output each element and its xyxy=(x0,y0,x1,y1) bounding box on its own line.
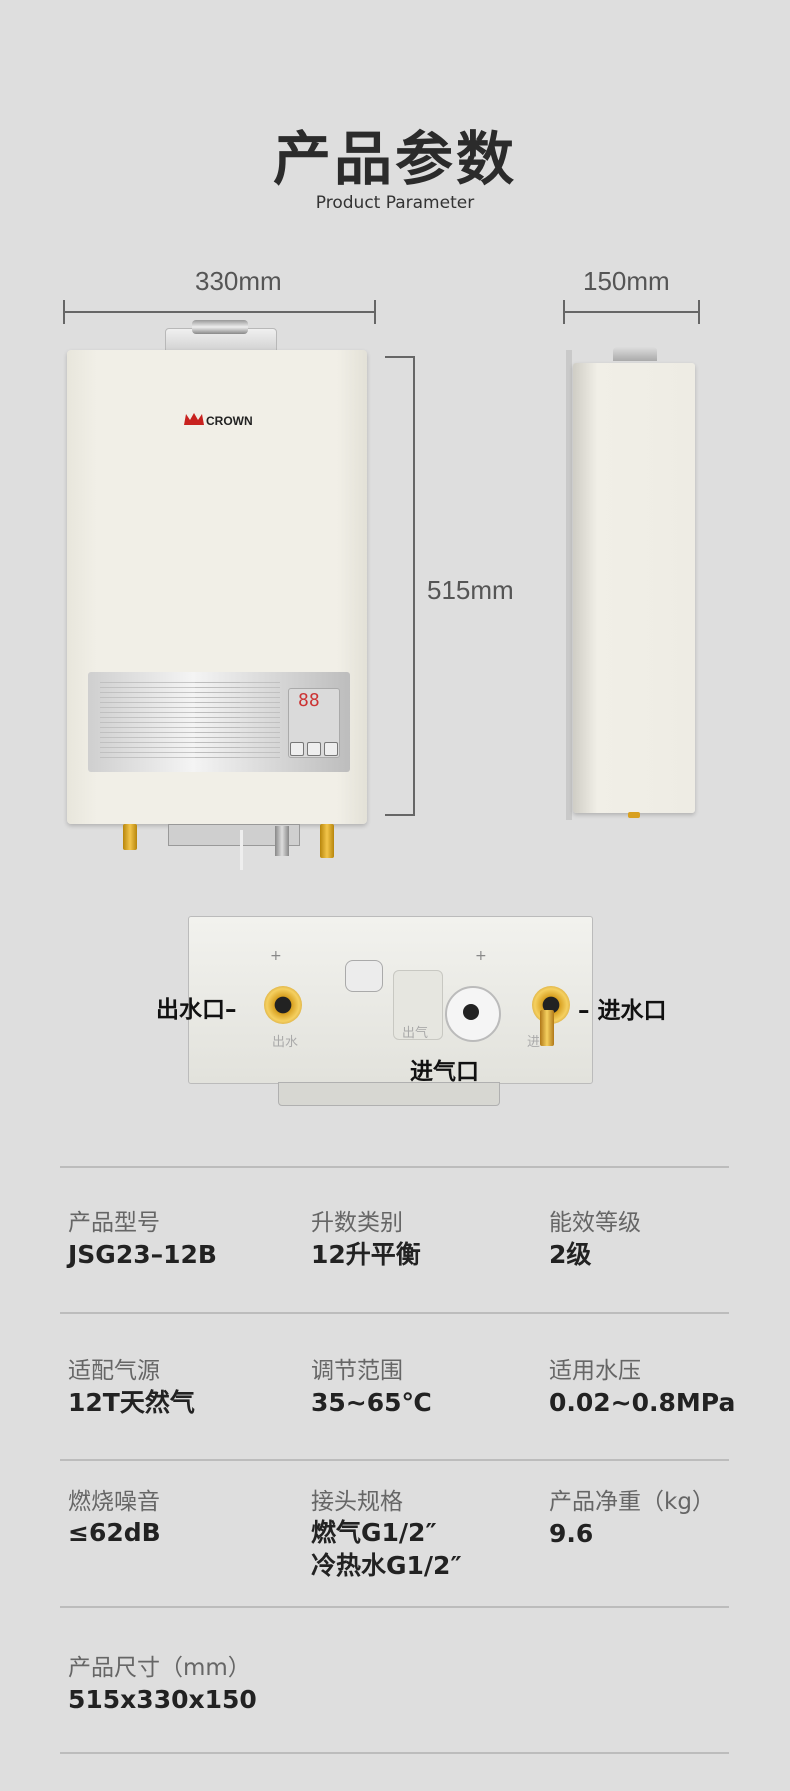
spec-value-dimensions: 515x330x150 xyxy=(68,1685,257,1714)
down-button-icon xyxy=(324,742,338,756)
page-title: 产品参数 xyxy=(272,125,517,193)
brand-logo: CROWN xyxy=(206,414,253,428)
spec-value-connector-water: 冷热水G1/2″ xyxy=(311,1551,462,1580)
spec-label-efficiency: 能效等级 xyxy=(549,1210,641,1236)
crown-logo-icon xyxy=(184,413,204,425)
gas-inlet-hole xyxy=(463,1004,479,1020)
divider xyxy=(60,1166,729,1168)
side-wall-bracket xyxy=(566,350,572,820)
spec-value-net-weight: 9.6 xyxy=(549,1519,594,1548)
side-flue-icon xyxy=(613,347,657,361)
gas-inlet-callout: 进气口 xyxy=(410,1059,479,1085)
width-dimension-tick-left xyxy=(63,300,65,324)
power-plug-icon xyxy=(345,960,383,992)
inlet-faint-label: 进 xyxy=(527,1035,541,1050)
power-button-icon xyxy=(290,742,304,756)
spec-value-temp-range: 35~65℃ xyxy=(311,1388,432,1417)
side-pipe-icon xyxy=(628,812,640,818)
divider xyxy=(60,1312,729,1314)
width-dimension-tick-right xyxy=(374,300,376,324)
spec-label-noise: 燃烧噪音 xyxy=(68,1489,160,1515)
hot-water-pipe-icon xyxy=(123,824,137,850)
depth-dimension-label: 150mm xyxy=(583,266,670,296)
bottom-mount-rail xyxy=(278,1082,500,1106)
divider xyxy=(60,1606,729,1608)
spec-label-dimensions: 产品尺寸（mm） xyxy=(68,1655,251,1681)
spec-label-capacity: 升数类别 xyxy=(311,1210,403,1236)
width-dimension-label: 330mm xyxy=(195,266,282,296)
spec-label-connector: 接头规格 xyxy=(311,1489,403,1515)
spec-value-connector-gas: 燃气G1/2″ xyxy=(311,1518,437,1547)
heater-side-view xyxy=(573,363,695,813)
spec-label-net-weight: 产品净重（kg） xyxy=(549,1489,715,1515)
plus-icon-right: + xyxy=(475,948,487,964)
height-dimension-line xyxy=(413,357,415,815)
spec-value-water-pressure: 0.02~0.8MPa xyxy=(549,1388,736,1417)
lcd-digits: 88 xyxy=(298,690,320,711)
condensate-box xyxy=(393,970,443,1040)
gas-pipe-icon xyxy=(275,826,289,856)
height-dimension-tick-bottom xyxy=(385,814,415,816)
spec-value-efficiency: 2级 xyxy=(549,1240,592,1269)
bottom-bracket xyxy=(168,824,300,846)
water-inlet-pipe-icon xyxy=(540,1010,554,1046)
outlet-faint-label: 出水 xyxy=(272,1035,299,1050)
cold-water-pipe-icon xyxy=(320,824,334,858)
divider xyxy=(60,1752,729,1754)
spec-value-gas-source: 12T天然气 xyxy=(68,1388,195,1417)
up-button-icon xyxy=(307,742,321,756)
water-outlet-fitting-icon xyxy=(264,986,302,1024)
spec-value-model: JSG23–12B xyxy=(68,1240,217,1269)
page-subtitle: Product Parameter xyxy=(315,193,475,213)
width-dimension-line xyxy=(63,311,376,313)
height-dimension-tick-top xyxy=(385,356,415,358)
panel-instructions-text-2 xyxy=(195,682,280,760)
depth-dimension-tick-right xyxy=(698,300,700,324)
spec-value-capacity: 12升平衡 xyxy=(311,1240,421,1269)
depth-dimension-line xyxy=(563,311,700,313)
depth-dimension-tick-left xyxy=(563,300,565,324)
gas-faint-label: 出气 xyxy=(402,1026,429,1041)
water-inlet-callout: – 进水口 xyxy=(578,998,667,1024)
divider xyxy=(60,1459,729,1461)
power-cord-icon xyxy=(240,830,243,870)
spec-label-gas-source: 适配气源 xyxy=(68,1358,160,1384)
height-dimension-label: 515mm xyxy=(427,575,514,605)
spec-label-model: 产品型号 xyxy=(68,1210,160,1236)
water-outlet-callout: 出水口– xyxy=(156,997,237,1023)
flue-pipe xyxy=(192,320,248,334)
spec-label-temp-range: 调节范围 xyxy=(311,1358,403,1384)
spec-value-noise: ≤62dB xyxy=(68,1518,161,1547)
spec-label-water-pressure: 适用水压 xyxy=(549,1358,641,1384)
